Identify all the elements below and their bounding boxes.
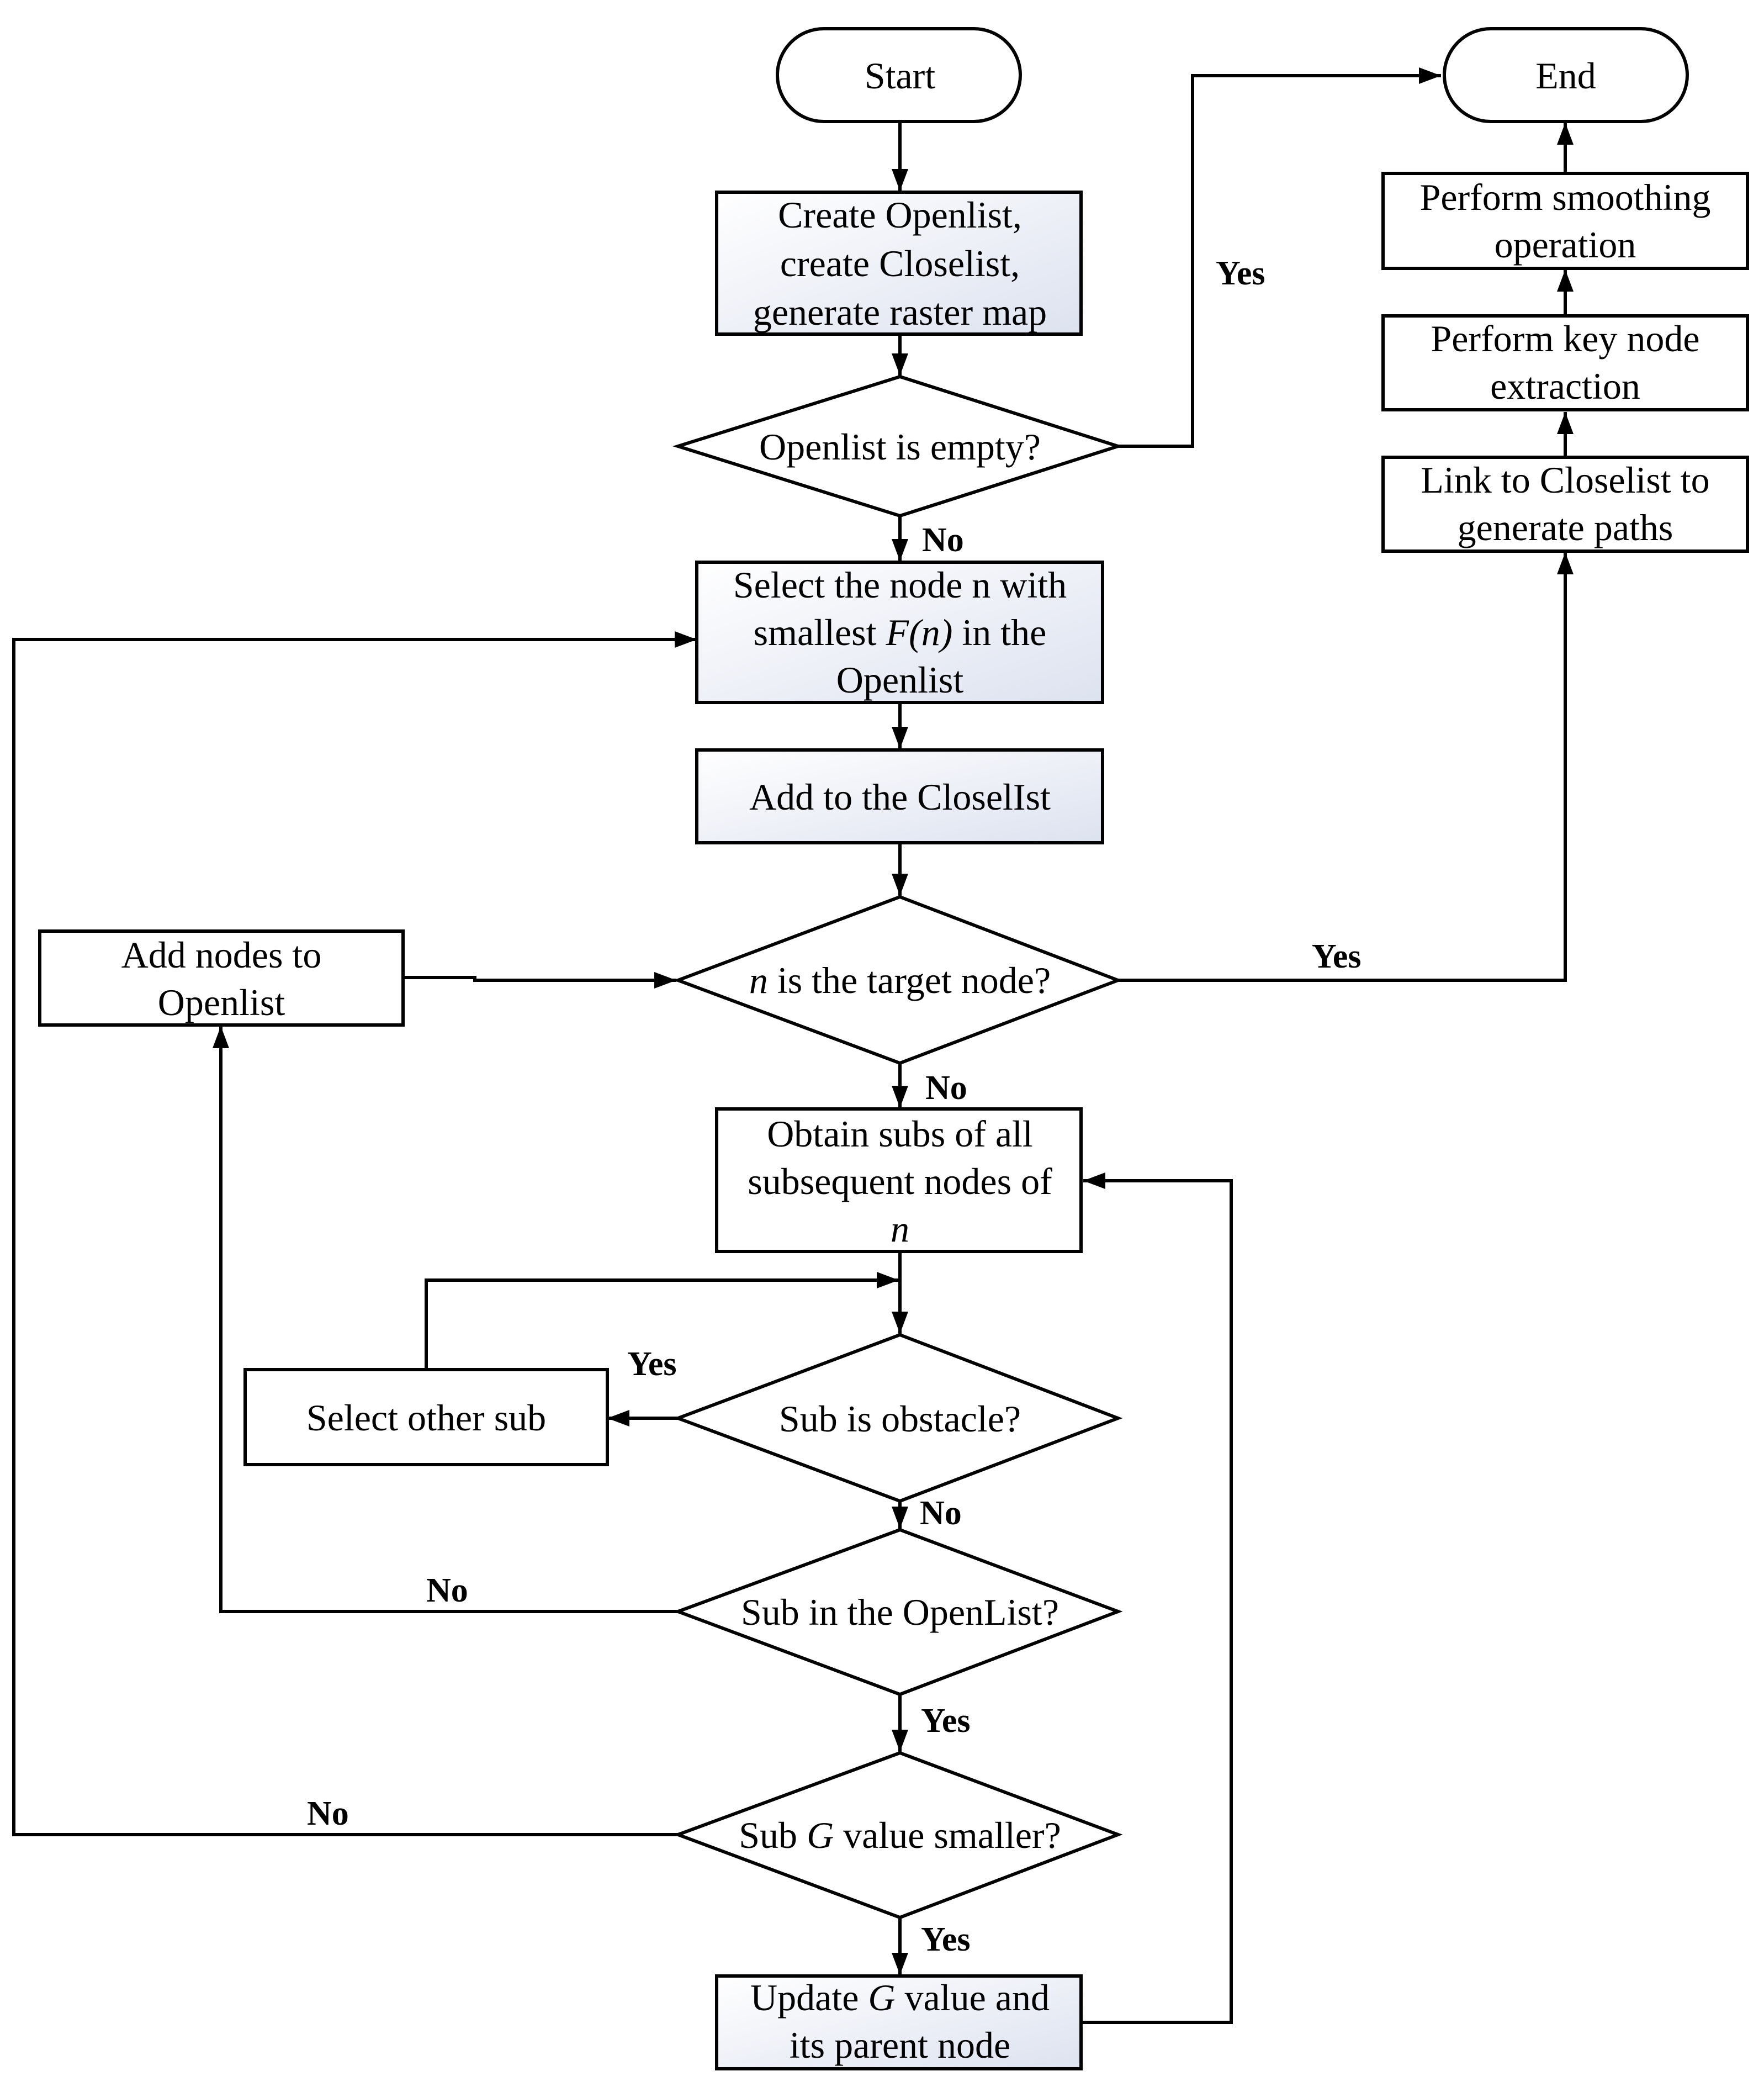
openlist-empty-decision [672, 374, 1124, 518]
g-smaller-em: G [807, 1814, 834, 1856]
end-label: End [1535, 55, 1596, 97]
node-text: Start End Create Openlist, create Closel… [121, 55, 1711, 2066]
add-nodes-box [38, 929, 405, 1027]
update-g-em: G [868, 1977, 895, 2019]
select-node-line-2-em: F(n) [886, 611, 953, 653]
select-node-box [695, 561, 1104, 704]
target-node-decision [673, 895, 1123, 1065]
link-closelist-line-1: Link to Closelist to [1421, 459, 1709, 501]
edge-selectother-merge [425, 1272, 899, 1369]
select-other-sub-label: Select other sub [306, 1397, 546, 1439]
label-openlist-no: No [426, 1572, 468, 1609]
create-line-2: create Closelist, [780, 242, 1020, 284]
link-closelist-box [1381, 456, 1749, 553]
g-smaller-post: value smaller? [834, 1814, 1061, 1856]
obtain-subs-line-3: n [891, 1208, 909, 1250]
label-target-no: No [925, 1069, 967, 1107]
target-label: n is the target node? [749, 959, 1051, 1001]
label-gsmaller-no: No [307, 1795, 349, 1832]
g-smaller-label: Sub G value smaller? [739, 1814, 1061, 1856]
add-nodes-line-2: Openlist [158, 981, 285, 1023]
add-closelist-label: Add to the CloselIst [749, 776, 1051, 818]
select-node-line-3: Openlist [836, 659, 964, 701]
target-label-em: n [749, 959, 768, 1001]
key-node-box [1381, 314, 1749, 411]
update-g-line-1: Update G value and [750, 1977, 1050, 2019]
edges [12, 67, 1574, 2024]
edge-update-obtain [1082, 1172, 1233, 2024]
update-g-pre: Update [750, 1977, 868, 2019]
select-node-line-2-post: in the [952, 611, 1046, 653]
sub-obstacle-decision [673, 1333, 1123, 1503]
sub-in-openlist-label: Sub in the OpenList? [741, 1591, 1059, 1633]
key-node-line-1: Perform key node [1431, 318, 1699, 360]
edge-target-yes-link [1118, 552, 1574, 982]
edge-labels: Yes No Yes No Yes No No Yes No Yes [307, 255, 1362, 1958]
smoothing-line-2: operation [1495, 224, 1636, 266]
update-g-post: value and [896, 1977, 1050, 2019]
edge-empty-yes-end [1118, 67, 1441, 448]
link-closelist-line-2: generate paths [1458, 506, 1673, 548]
update-g-line-2: its parent node [790, 2024, 1010, 2066]
target-label-rest: is the target node? [768, 959, 1051, 1001]
label-empty-no: No [922, 521, 964, 559]
smoothing-line-1: Perform smoothing [1420, 176, 1711, 218]
select-node-line-1: Select the node n with [733, 564, 1067, 606]
nodes [38, 27, 1749, 2070]
label-obstacle-no: No [920, 1494, 962, 1532]
obtain-subs-box [715, 1107, 1083, 1253]
label-obstacle-yes: Yes [627, 1345, 677, 1383]
edge-gsmaller-no-select [12, 631, 697, 1836]
label-target-yes: Yes [1312, 938, 1362, 975]
sub-obstacle-label: Sub is obstacle? [779, 1398, 1021, 1440]
key-node-line-2: extraction [1490, 365, 1640, 407]
start-label: Start [865, 55, 936, 97]
label-openlist-yes: Yes [921, 1702, 971, 1740]
g-smaller-pre: Sub [739, 1814, 807, 1856]
obtain-subs-line-1: Obtain subs of all [767, 1113, 1033, 1155]
edge-openlist-no-addnodes [213, 1026, 678, 1613]
label-gsmaller-yes: Yes [921, 1921, 971, 1958]
select-node-line-2-pre: smallest [754, 611, 886, 653]
create-lists-box [715, 191, 1083, 336]
sub-in-openlist-decision [673, 1528, 1123, 1697]
end-terminator [1443, 27, 1689, 123]
obtain-subs-line-2: subsequent nodes of [748, 1160, 1052, 1202]
add-closelist-box [695, 748, 1104, 844]
smoothing-box [1381, 172, 1749, 270]
start-terminator [776, 27, 1022, 123]
label-empty-yes: Yes [1216, 255, 1265, 292]
openlist-empty-label: Openlist is empty? [759, 426, 1041, 468]
update-g-box [715, 1974, 1083, 2070]
create-line-1: Create Openlist, [778, 194, 1022, 236]
select-other-sub-box [243, 1368, 609, 1466]
create-line-3: generate raster map [753, 291, 1047, 333]
add-nodes-line-1: Add nodes to [121, 934, 322, 976]
select-node-line-2: smallest F(n) in the [754, 611, 1047, 653]
g-smaller-decision [673, 1751, 1123, 1920]
edge-addnodes-target [403, 972, 676, 989]
